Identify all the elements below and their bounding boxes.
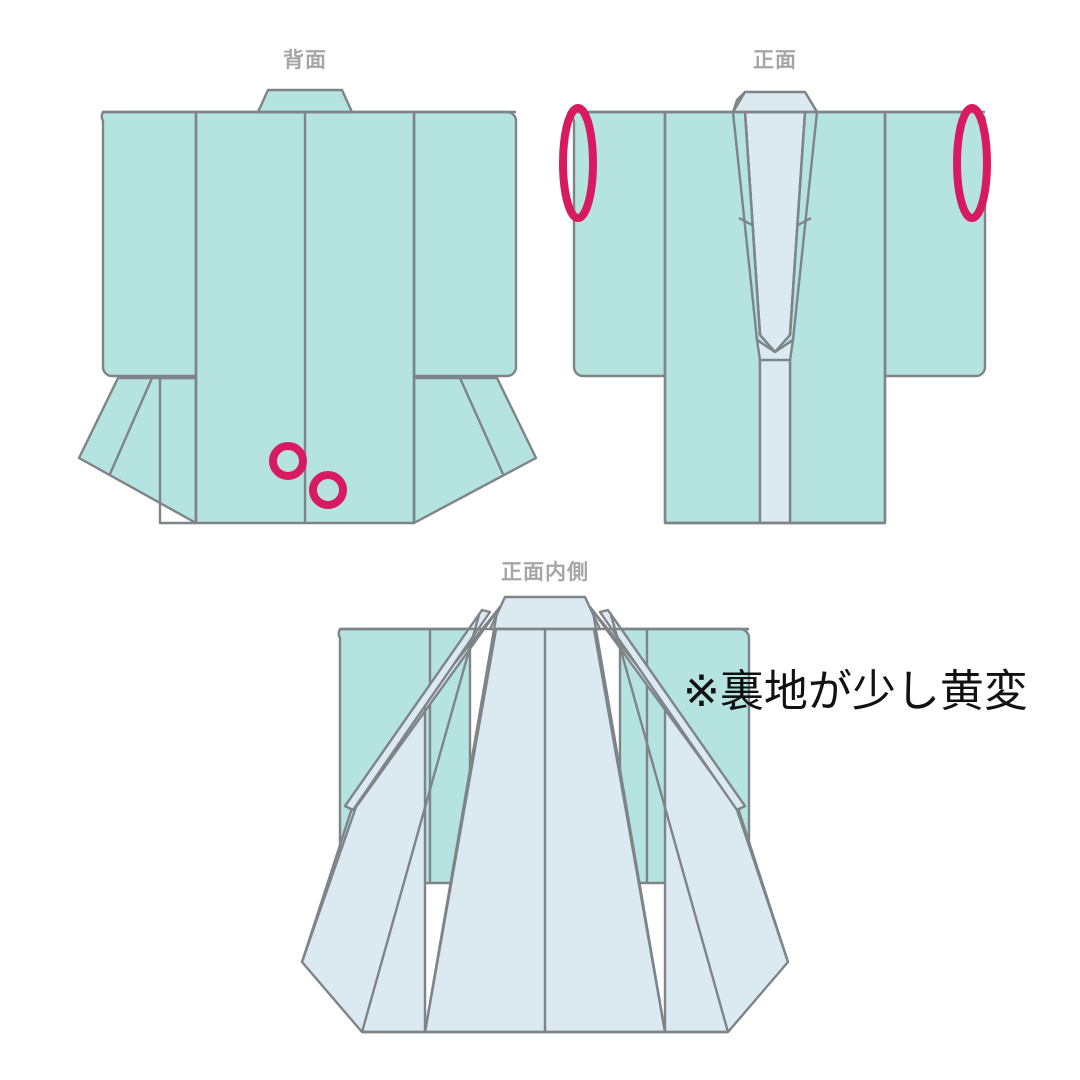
defect-marker-circle-1 [269, 442, 307, 480]
inside-lining-left-fold [423, 611, 499, 1033]
back-left-skirt-fold [108, 377, 154, 475]
front-v-bottom-point [755, 338, 795, 362]
view-label-inside: 正面内側 [501, 561, 589, 584]
inside-lining-left-edge [343, 608, 492, 812]
view-label-front: 正面 [753, 49, 797, 72]
front-right-sleeve [883, 110, 987, 378]
inside-collar-top [488, 595, 602, 631]
back-collar-tab [256, 88, 354, 114]
front-left-sleeve [571, 110, 667, 378]
front-view-illustration [559, 90, 991, 525]
back-right-sleeve [412, 110, 518, 378]
inside-lining-left-outer-fold [300, 807, 354, 963]
defect-marker-circle-2 [309, 471, 347, 509]
defect-marker-ellipse-left [559, 104, 597, 222]
front-collar-notch-right [797, 216, 812, 227]
inside-lining-right-outer-fold [736, 807, 790, 963]
back-view-illustration [77, 88, 538, 525]
back-right-skirt-fold [458, 377, 505, 475]
back-right-skirt-outer [412, 376, 538, 525]
front-collar-inner-seam-left [743, 111, 762, 336]
inside-lining-right-panel-fold [609, 614, 730, 1033]
front-collar-inner-seam-right [788, 111, 807, 336]
view-label-back: 背面 [283, 49, 327, 72]
front-collar-notch-left [738, 216, 753, 227]
inside-lining-right-fold [591, 611, 667, 1033]
defect-marker-ellipse-right [953, 104, 991, 222]
back-left-skirt-outer [77, 376, 198, 525]
back-left-sleeve [100, 110, 198, 378]
inside-lining-right-edge [598, 608, 747, 812]
front-collar-top [731, 90, 819, 114]
inside-lining-left-panel-fold [360, 614, 481, 1033]
lining-yellowing-note: ※裏地が少し黄変 [683, 667, 1028, 716]
inside-view-illustration [300, 595, 790, 1034]
